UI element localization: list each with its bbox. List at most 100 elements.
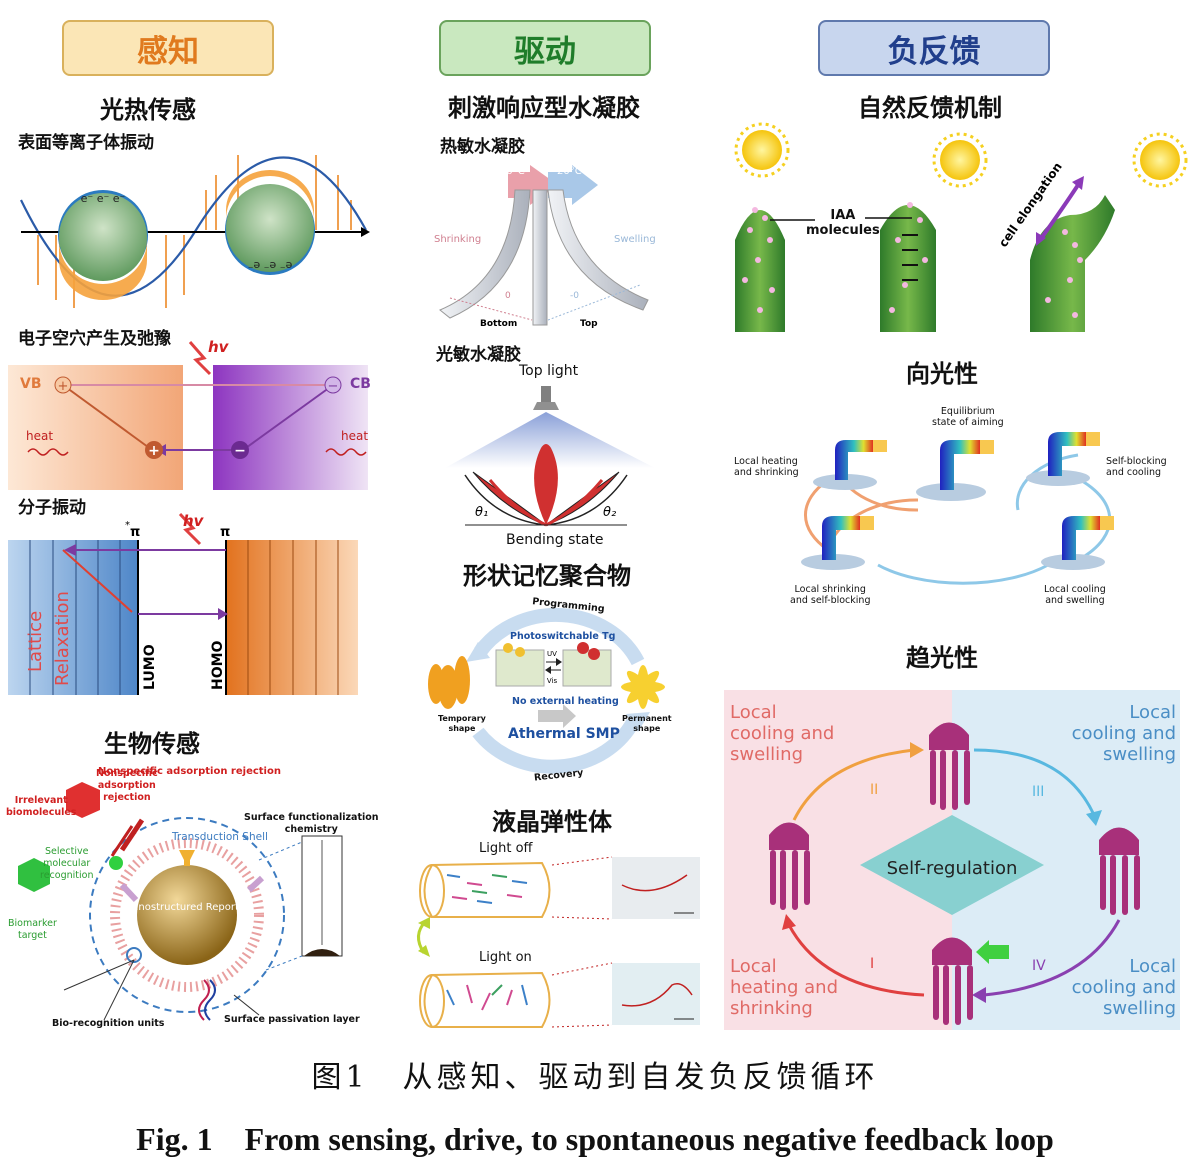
lattice-label: Lattice xyxy=(25,611,46,672)
biosensing-diagram: Nonspecific adsorption rejection Transdu… xyxy=(18,766,343,1021)
local-shrink-label: Local shrinking and self-blocking xyxy=(790,584,871,606)
athermal-label: Athermal SMP xyxy=(508,726,620,742)
sun-icon xyxy=(1132,132,1188,188)
thermo-diagram: 50°C 20°C Shrinking Swelling 0 -0 Bottom… xyxy=(434,165,656,329)
roman-1: I xyxy=(870,956,874,972)
plus-hole: + xyxy=(148,443,160,459)
header-sense: 感知 xyxy=(62,20,274,76)
hydrogel-title: 刺激响应型水凝胶 xyxy=(448,94,640,122)
local-cool-label: Local cooling and swelling xyxy=(1044,584,1106,606)
lighton-label: Light on xyxy=(479,950,532,965)
permshape-label: Permanent shape xyxy=(622,714,672,733)
tempshape-label: Temporary shape xyxy=(438,714,486,733)
equilibrium-label: Equilibrium state of aiming xyxy=(932,406,1004,428)
reporter-label: Nanostructured Reporter xyxy=(125,902,250,913)
caption-en: Fig. 1 From sensing, drive, to spontaneo… xyxy=(136,1121,1054,1157)
pi-label: π xyxy=(220,525,230,540)
local-heat-label: Local heating and shrinking xyxy=(734,456,799,478)
heat-right: heat xyxy=(341,429,368,443)
t20-label: 20°C xyxy=(557,166,582,177)
noheat-label: No external heating xyxy=(512,696,619,707)
roman-3: III xyxy=(1032,784,1044,800)
plasmon-title: 表面等离子体振动 xyxy=(18,133,154,153)
homo-label: HOMO xyxy=(210,640,226,690)
self-reg-label: Self-regulation xyxy=(887,858,1018,879)
negzero-label: -0 xyxy=(570,291,579,301)
molecular-diagram: π * π hv Lattice Relaxation LUMO HOMO xyxy=(8,512,358,695)
minus-cb: − xyxy=(328,379,339,394)
nonspecific-label: Nonspecific adsorption rejection xyxy=(98,766,281,777)
jellyfish-icon xyxy=(929,722,970,810)
uv-label: UV xyxy=(547,650,557,658)
biorec-text: Bio-recognition units xyxy=(52,1018,165,1029)
pi-star-mark: * xyxy=(125,520,130,531)
heat-left: heat xyxy=(26,429,53,443)
jf-tr-label: Local cooling and swelling xyxy=(1071,702,1176,765)
sun-icon xyxy=(932,132,988,188)
jellyfish-icon xyxy=(1099,827,1140,915)
shrinking-label: Shrinking xyxy=(434,234,481,245)
pi-star-label: π xyxy=(130,525,140,540)
passivation-text: Surface passivation layer xyxy=(224,1014,360,1025)
hv-label-1: hv xyxy=(208,338,230,356)
roman-2: II xyxy=(870,782,878,798)
self-block-label: Self-blocking and cooling xyxy=(1106,456,1167,478)
iaa-label: IAA molecules xyxy=(806,208,880,238)
lce-title: 液晶弹性体 xyxy=(492,808,612,836)
t50-label: 50°C xyxy=(500,166,525,177)
jf-bl-label: Local heating and shrinking xyxy=(730,956,838,1019)
cb-label: CB xyxy=(350,376,371,392)
plus-vb: + xyxy=(58,379,69,394)
transduction-label: Transduction Shell xyxy=(171,831,268,843)
roman-4: IV xyxy=(1032,958,1046,974)
photoswitch-label: Photoswitchable Tg xyxy=(510,631,616,642)
molecular-title: 分子振动 xyxy=(18,498,86,518)
electron-hole-diagram: + − + − VB CB heat heat hv xyxy=(8,338,371,490)
relaxation-label: Relaxation xyxy=(52,591,73,686)
selective-text: Selective molecular recognition xyxy=(40,846,94,881)
phototaxis-diagram: II III IV I Self-regulation xyxy=(769,722,1140,1025)
natural-title: 自然反馈机制 xyxy=(858,94,1002,122)
lumo-label: LUMO xyxy=(142,644,158,690)
electron-bottom: e⁻ e⁻ e⁻ xyxy=(247,259,292,272)
jellyfish-icon xyxy=(769,822,810,910)
bending-label: Bending state xyxy=(506,532,604,548)
surface-func-text: Surface functionalization chemistry xyxy=(244,812,379,835)
hv-label-2: hv xyxy=(183,512,205,530)
lce-diagram xyxy=(417,856,700,1028)
caption-cn: 图1 从感知、驱动到自发负反馈循环 xyxy=(311,1060,879,1095)
irrelevant-text: Irrelevant biomolecules xyxy=(6,795,77,818)
photothermal-title: 光热传感 xyxy=(100,96,196,124)
top-label: Top xyxy=(580,319,598,329)
photo-title: 光敏水凝胶 xyxy=(436,345,521,365)
minus-electron: − xyxy=(234,443,246,459)
jellyfish-icon xyxy=(932,937,973,1025)
swelling-label: Swelling xyxy=(614,234,656,245)
plant-diagram: cell elongation xyxy=(734,122,1188,332)
smp-title: 形状记忆聚合物 xyxy=(463,562,631,590)
electron-hole-title: 电子空穴产生及弛豫 xyxy=(18,329,171,349)
phototropism-diagram xyxy=(801,432,1114,585)
sun-icon xyxy=(734,122,790,178)
plasmon-diagram: e⁻ e⁻ e⁻ e⁻ e⁻ e⁻ xyxy=(20,155,370,308)
biomarker-text: Biomarker target xyxy=(8,918,57,941)
phototropism-title: 向光性 xyxy=(906,360,978,388)
vb-label: VB xyxy=(20,376,42,392)
lightoff-label: Light off xyxy=(479,841,533,856)
phototaxis-title: 趋光性 xyxy=(906,644,978,672)
electron-top: e⁻ e⁻ e⁻ xyxy=(81,192,126,205)
zero-label: 0 xyxy=(505,291,511,301)
theta2-label: θ₂ xyxy=(603,505,616,520)
vis-label: Vis xyxy=(547,677,558,685)
header-feedback: 负反馈 xyxy=(818,20,1050,76)
toplight-label: Top light xyxy=(519,363,579,379)
thermo-title: 热敏水凝胶 xyxy=(440,137,525,157)
photo-diagram: θ₁ θ₂ xyxy=(445,386,655,527)
smp-diagram: UV Vis xyxy=(428,607,665,774)
bio-title: 生物传感 xyxy=(104,730,200,758)
theta1-label: θ₁ xyxy=(475,505,488,520)
jf-br-label: Local cooling and swelling xyxy=(1071,956,1176,1019)
jf-tl-label: Local cooling and swelling xyxy=(730,702,835,765)
bottom-label: Bottom xyxy=(480,319,517,329)
nonspecific-text: Nonspecific adsorption rejection xyxy=(96,768,158,803)
